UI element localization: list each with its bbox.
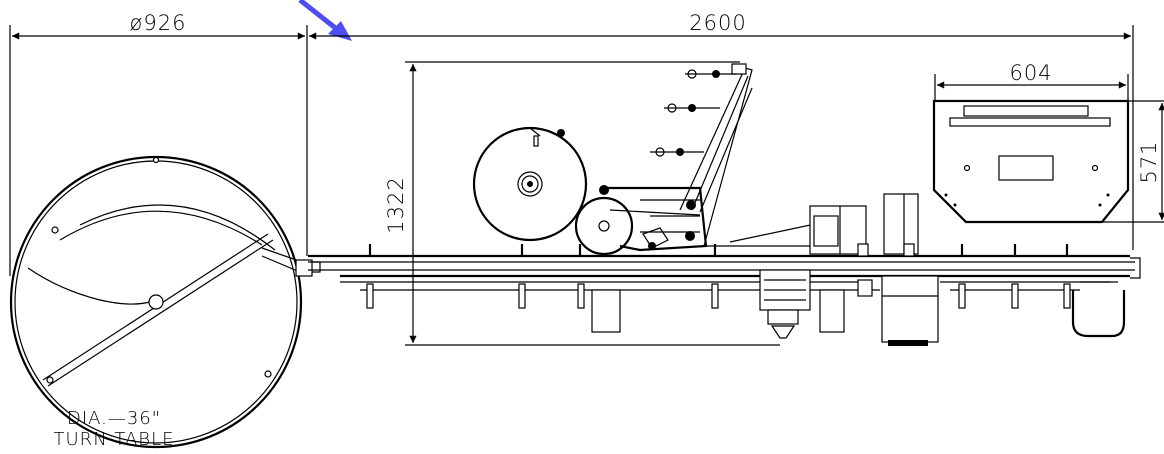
box-height-label: 571 [1137,140,1161,183]
box-width-label: 604 [1009,61,1052,85]
electrical-box [932,99,1130,224]
drive-assembly [591,269,845,339]
dimension-overall-height: 1322 [384,61,780,346]
conveyor-legs [366,244,1071,309]
caption-line-1: DIA.—36" [67,408,161,429]
dimension-turntable-diameter: ø926 [9,11,308,276]
side-unit [809,193,939,346]
turntable-caption: DIA.—36" TURN TABLE [54,408,175,450]
turntable [9,155,321,449]
height-label: 1322 [384,176,408,233]
labeler-head [472,63,820,256]
dimension-box-height: 571 [1102,100,1164,223]
pointer-arrow-icon [298,0,352,41]
caption-line-2: TURN TABLE [54,429,175,450]
diameter-label: ø926 [130,11,187,35]
dimension-overall-length: 2600 [309,11,1134,250]
length-label: 2600 [689,11,746,35]
conveyor [308,244,1141,338]
dimension-box-width: 604 [934,61,1129,100]
